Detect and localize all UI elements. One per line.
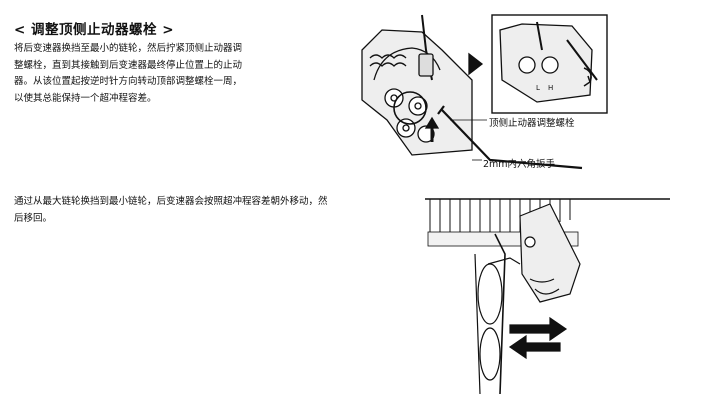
instruction-paragraph-1: 将后变速器换挡至最小的链轮，然后拧紧顶侧止动器调 整螺栓，直到其接触到后变速器最…: [14, 41, 242, 107]
instruction-line: 器。从该位置起按逆时针方向转动顶部调整螺栓一周，: [14, 76, 243, 87]
derailleur-movement-figure: [425, 198, 670, 395]
inset-letter-l: L: [536, 84, 540, 92]
callout-stopper-bolt: 顶侧止动器调整螺栓: [489, 118, 575, 129]
instruction-line: 后移回。: [14, 212, 53, 224]
instruction-line: 以使其总能保持一个超冲程容差。: [14, 92, 157, 104]
derailleur-adjustment-figure: L H: [361, 14, 608, 170]
callout-hex-wrench: 2mm内六角扳手: [483, 159, 556, 170]
inset-letter-h: H: [548, 84, 553, 92]
section-heading: < 调整顶侧止动器螺栓 >: [14, 22, 175, 38]
instruction-line: 整螺栓，直到其接触到后变速器最终停止位置上的止动: [14, 59, 243, 71]
instruction-line: 通过从最大链轮换挡到最小链轮，后变速器会按照超冲程容差朝外移动，然: [14, 196, 328, 207]
instruction-line: 将后变速器换挡至最小的链轮，然后拧紧顶侧止动器调: [14, 43, 243, 54]
instruction-paragraph-2: 通过从最大链轮换挡到最小链轮，后变速器会按照超冲程容差朝外移动，然 后移回。: [14, 194, 328, 227]
